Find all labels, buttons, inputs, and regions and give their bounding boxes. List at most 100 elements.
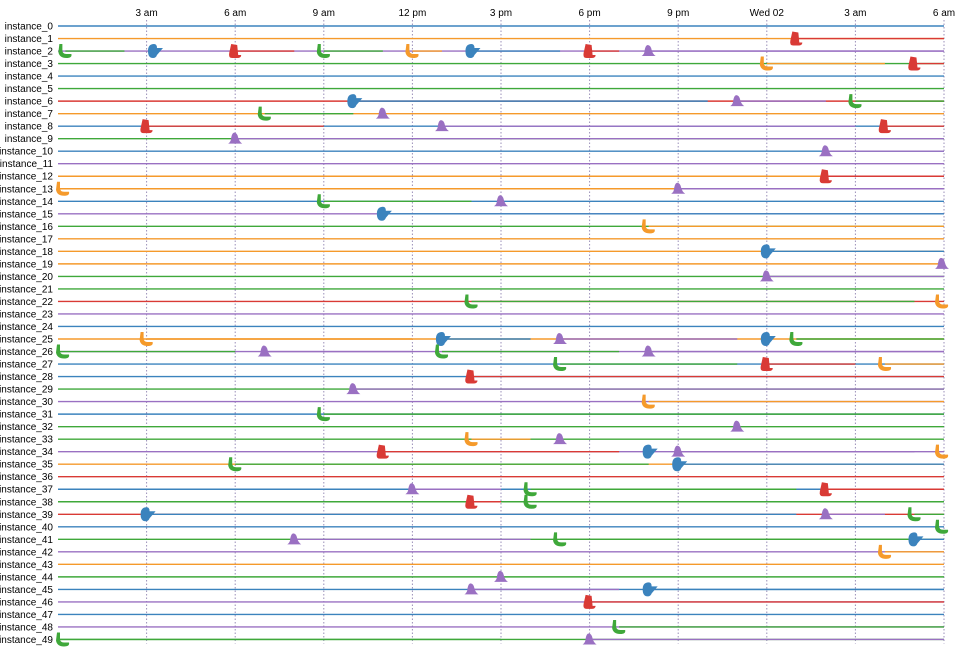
- event-marker-bell: [641, 45, 656, 57]
- timeline-row: instance_1: [5, 31, 944, 46]
- timeline-row: instance_10: [0, 145, 944, 158]
- timeline-row: instance_49: [0, 632, 944, 647]
- timeline-row: instance_17: [0, 234, 944, 245]
- row-label: instance_48: [0, 622, 53, 633]
- event-marker-fin: [347, 94, 363, 109]
- event-marker-fin: [140, 507, 156, 522]
- event-marker-bell: [434, 120, 449, 132]
- timeline-row: instance_6: [5, 94, 944, 109]
- timeline-row: instance_21: [0, 284, 944, 295]
- timeline-row: instance_30: [0, 394, 944, 409]
- event-marker-bulb: [139, 332, 153, 346]
- event-marker-bulb: [877, 544, 892, 559]
- event-marker-bulb: [553, 532, 567, 547]
- event-marker-bulb: [907, 507, 921, 522]
- timeline-row: instance_12: [0, 169, 944, 184]
- timeline-row: instance_41: [0, 532, 944, 547]
- row-label: instance_21: [0, 284, 53, 295]
- x-tick-label: 3 pm: [490, 8, 512, 19]
- event-marker-bulb: [523, 482, 537, 497]
- row-label: instance_10: [0, 147, 53, 158]
- row-label: instance_27: [0, 360, 53, 371]
- row-label: instance_9: [5, 134, 54, 145]
- event-marker-bell: [818, 145, 833, 157]
- timeline-row: instance_20: [0, 270, 944, 283]
- timeline-row: instance_2: [5, 44, 944, 59]
- event-marker-fin: [642, 582, 658, 597]
- row-label: instance_42: [0, 547, 53, 558]
- event-marker-bulb: [58, 44, 72, 59]
- event-marker-bulb: [641, 394, 655, 409]
- event-marker-fin: [435, 332, 451, 346]
- event-marker-bulb: [935, 519, 949, 534]
- row-label: instance_34: [0, 447, 53, 458]
- event-marker-bulb: [257, 106, 271, 121]
- timeline-row: instance_45: [0, 582, 944, 597]
- row-label: instance_15: [0, 209, 53, 220]
- row-label: instance_23: [0, 309, 53, 320]
- event-marker-fin: [465, 44, 481, 59]
- timeline-row: instance_7: [5, 106, 944, 121]
- event-marker-bell: [553, 433, 568, 445]
- timeline-row: instance_46: [0, 594, 944, 609]
- event-marker-bulb: [935, 444, 949, 459]
- event-marker-bulb: [316, 44, 330, 59]
- timeline-row: instance_22: [0, 294, 949, 309]
- event-marker-flag: [376, 444, 389, 459]
- row-label: instance_39: [0, 510, 53, 521]
- event-marker-fin: [908, 532, 924, 547]
- row-label: instance_7: [5, 109, 54, 120]
- timeline-row: instance_19: [0, 257, 949, 270]
- timeline-row: instance_43: [0, 560, 944, 571]
- row-label: instance_37: [0, 485, 53, 496]
- event-marker-bell: [730, 95, 745, 107]
- row-label: instance_12: [0, 172, 53, 183]
- event-marker-bell: [730, 420, 745, 432]
- event-marker-bulb: [56, 632, 70, 647]
- timeline-row: instance_15: [0, 206, 944, 221]
- row-label: instance_36: [0, 472, 53, 483]
- event-marker-bulb: [553, 357, 567, 372]
- timeline-row: instance_37: [0, 482, 944, 497]
- event-marker-bulb: [759, 56, 773, 71]
- row-label: instance_2: [5, 47, 54, 58]
- event-marker-bell: [671, 182, 686, 194]
- row-label: instance_8: [5, 122, 54, 133]
- row-label: instance_22: [0, 297, 53, 308]
- x-tick-label: Wed 02: [750, 8, 785, 19]
- event-marker-bell: [759, 270, 774, 282]
- timeline-row: instance_8: [5, 119, 944, 134]
- event-marker-bulb: [316, 407, 330, 422]
- timeline-row: instance_0: [5, 22, 944, 33]
- row-label: instance_0: [5, 22, 54, 33]
- event-marker-bell: [228, 132, 243, 144]
- event-marker-bell: [405, 483, 420, 495]
- row-label: instance_11: [0, 159, 53, 170]
- timeline-row: instance_27: [0, 357, 944, 372]
- x-tick-label: 12 pm: [399, 8, 427, 19]
- event-marker-bulb: [523, 494, 537, 509]
- timeline-row: instance_35: [0, 457, 944, 472]
- event-marker-bulb: [405, 44, 419, 59]
- x-tick-label: 6 pm: [578, 8, 600, 19]
- row-label: instance_26: [0, 347, 53, 358]
- event-marker-bulb: [789, 332, 803, 346]
- event-marker-bell: [818, 508, 833, 520]
- row-label: instance_33: [0, 435, 53, 446]
- event-marker-bell: [375, 107, 390, 119]
- timeline-row: instance_34: [0, 444, 949, 459]
- row-label: instance_20: [0, 272, 53, 283]
- row-label: instance_17: [0, 234, 53, 245]
- row-label: instance_44: [0, 572, 53, 583]
- timeline-row: instance_25: [0, 332, 944, 346]
- event-marker-bulb: [464, 294, 478, 309]
- timeline-row: instance_13: [0, 181, 944, 196]
- timeline-row: instance_38: [0, 494, 944, 509]
- event-marker-bell: [553, 333, 568, 344]
- timeline-row: instance_11: [0, 159, 944, 170]
- event-marker-fin: [672, 457, 688, 472]
- event-marker-bulb: [877, 357, 892, 372]
- row-label: instance_32: [0, 422, 53, 433]
